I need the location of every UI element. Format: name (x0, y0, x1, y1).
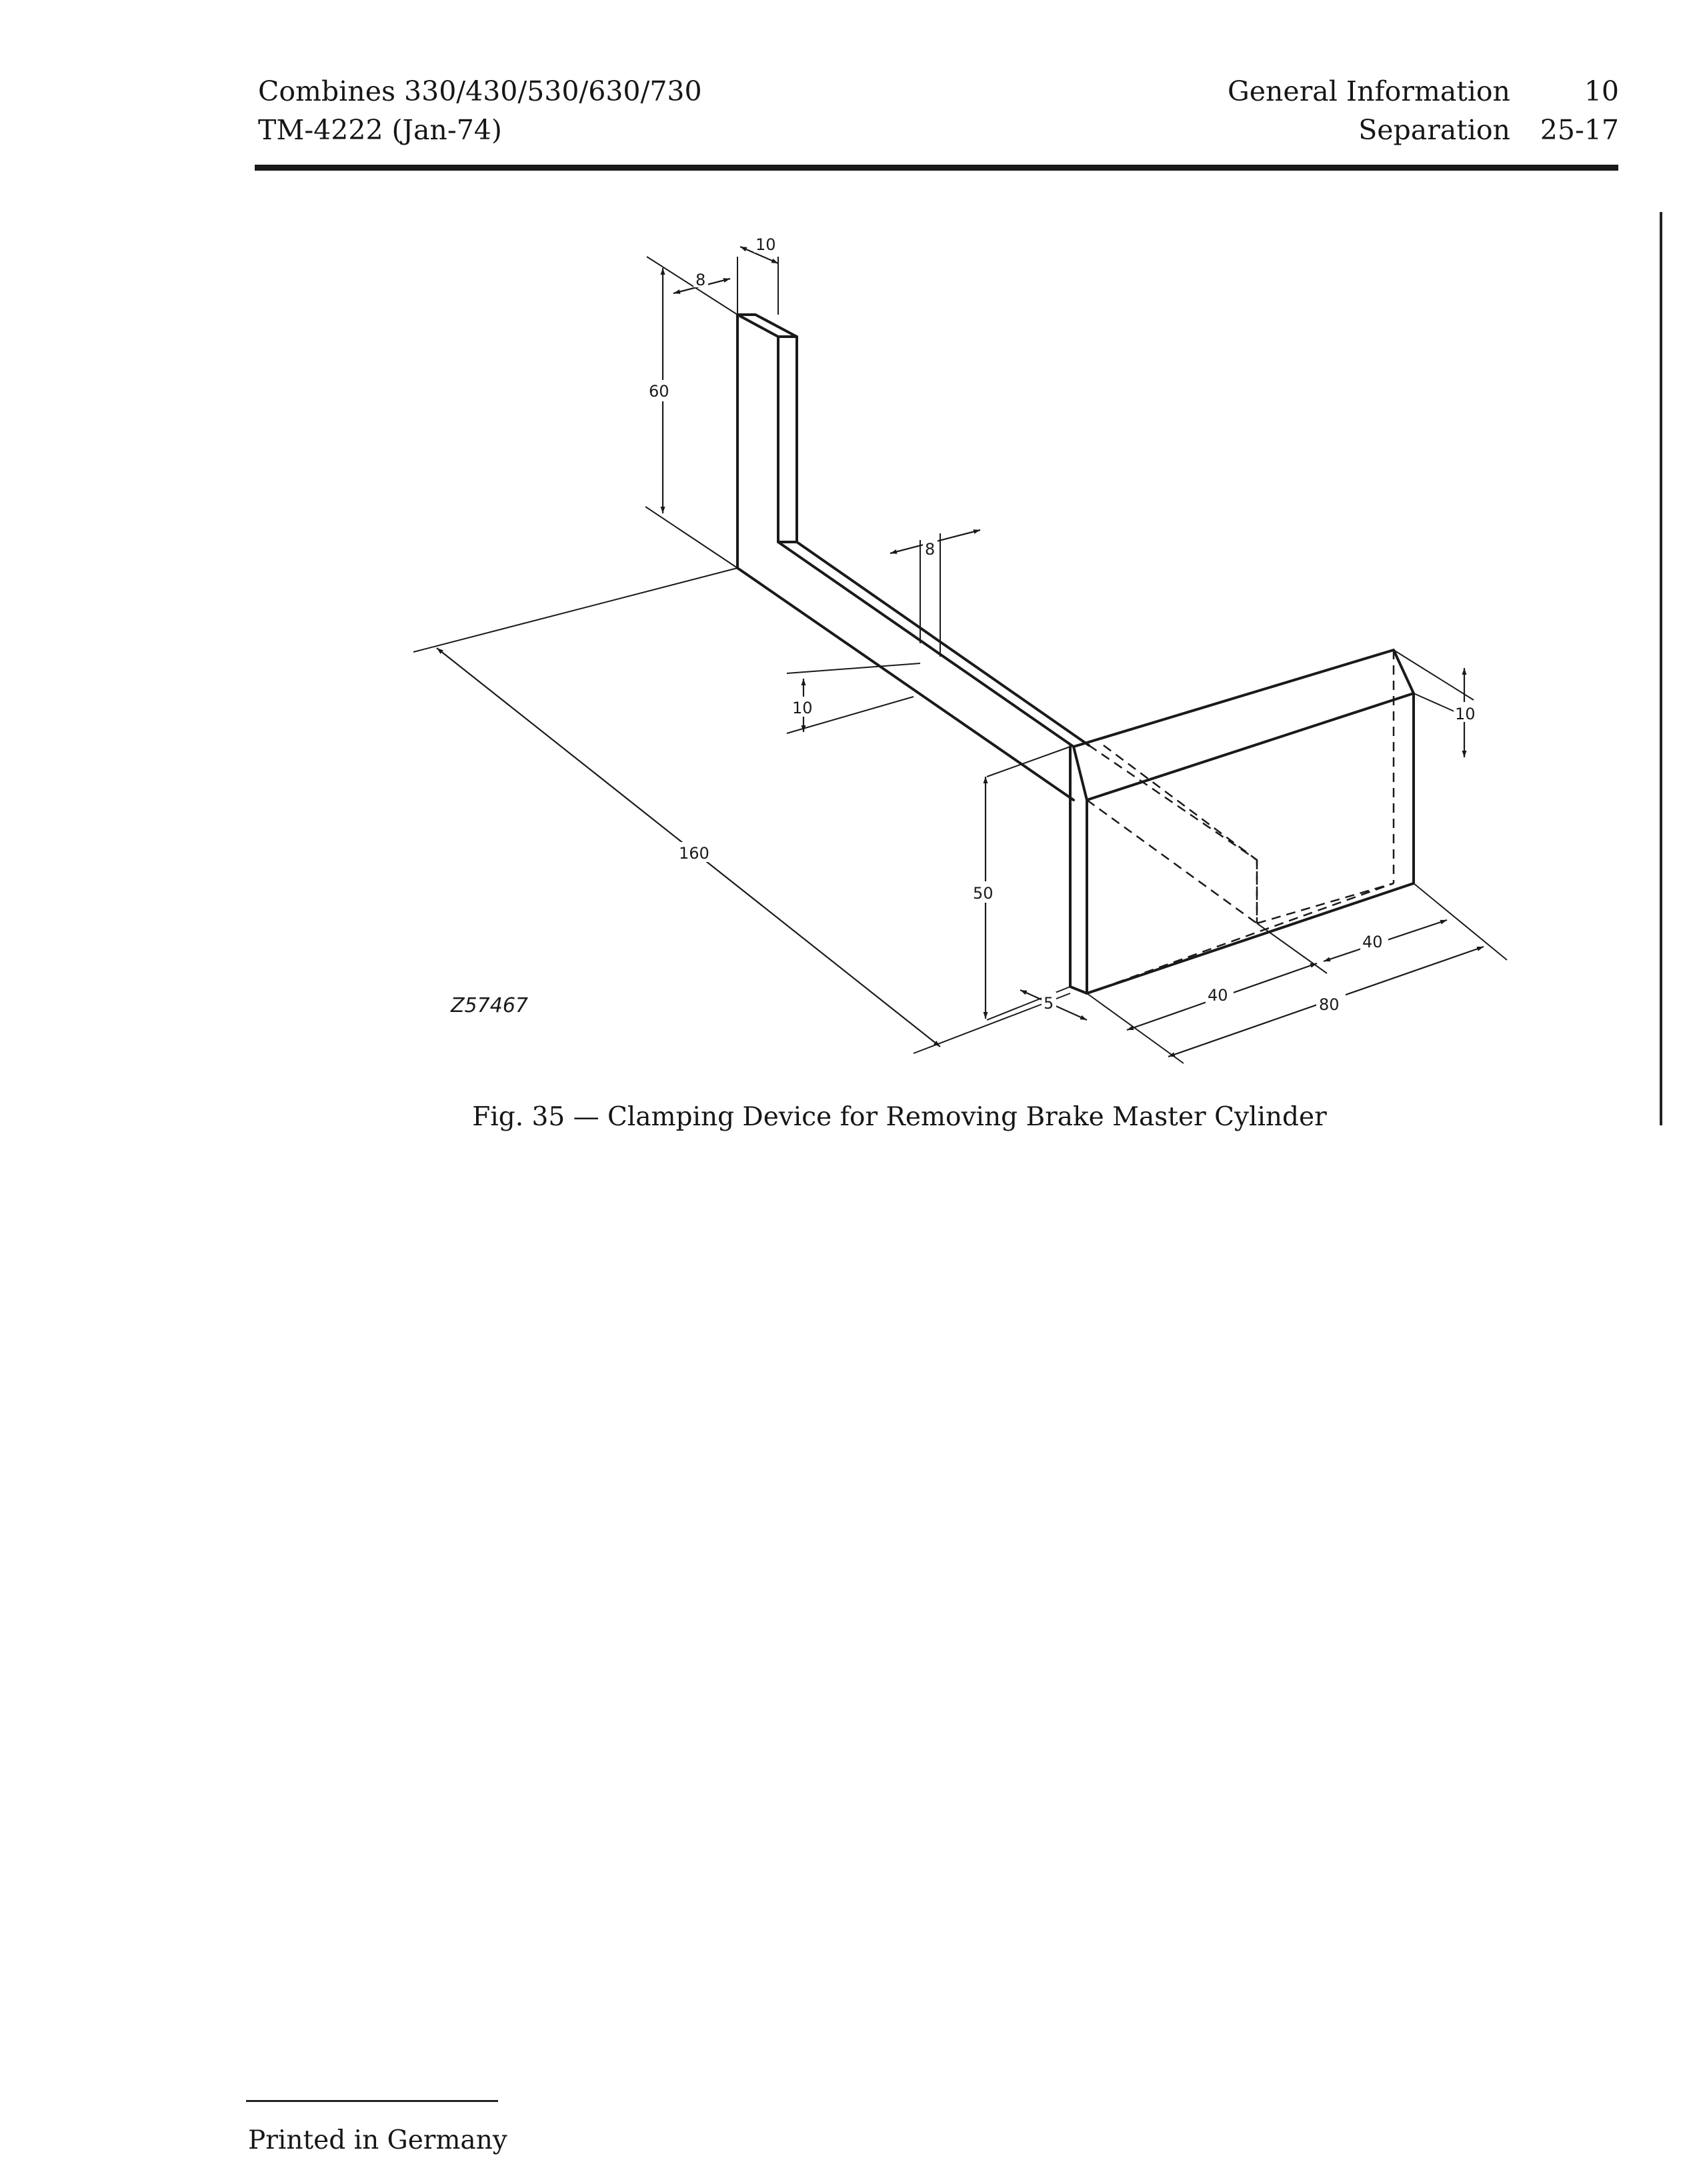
dim-label-top-thickness: 8 (695, 271, 705, 289)
dim-label-full-width: 80 (1319, 995, 1340, 1014)
header-right: General Information 10 Separation 25-17 (1228, 72, 1619, 149)
dim-label-half-front: 40 (1208, 986, 1228, 1005)
section-row: General Information 10 (1228, 72, 1619, 111)
dim-label-offset: 5 (1044, 994, 1054, 1013)
figure-reference-number: Z57467 (450, 994, 528, 1017)
dimension-labels: 10 8 60 8 10 160 50 10 5 40 40 80 (647, 235, 1480, 1014)
document-number: TM-4222 (Jan-74) (258, 114, 502, 146)
header-rule (255, 165, 1618, 171)
dim-label-arm-height: 10 (792, 699, 813, 717)
section-label: General Information (1228, 75, 1510, 107)
document-title: Combines 330/430/530/630/730 (258, 75, 702, 107)
dim-line-top-width (739, 245, 779, 265)
dim-label-overall-length: 160 (679, 844, 709, 863)
clamping-device-drawing: 10 8 60 8 10 160 50 10 5 40 40 80 Z57467 (413, 235, 1508, 1064)
dim-label-block-height: 50 (973, 884, 994, 903)
dim-label-half-back: 40 (1362, 933, 1383, 951)
hidden-lines (1086, 650, 1395, 995)
dim-label-top-width: 10 (755, 235, 776, 254)
figure-caption: Fig. 35 — Clamping Device for Removing B… (472, 1102, 1327, 1132)
dim-label-arm-thickness: 8 (925, 540, 935, 559)
header-left: Combines 330/430/530/630/730 TM-4222 (Ja… (258, 72, 702, 149)
dim-label-chamfer: 10 (1455, 705, 1476, 723)
footer-rule (246, 2100, 498, 2102)
footer-text: Printed in Germany (248, 2125, 507, 2155)
dimension-lines (436, 245, 1484, 1058)
group-row: Separation 25-17 (1228, 111, 1619, 149)
dim-label-upright-height: 60 (649, 382, 669, 401)
page-code: 25-17 (1540, 114, 1619, 146)
extension-lines (413, 256, 1508, 1064)
section-code: 10 (1584, 75, 1619, 107)
part-outline (736, 313, 1415, 995)
revision-bar (1660, 212, 1662, 1125)
group-label: Separation (1358, 114, 1510, 146)
